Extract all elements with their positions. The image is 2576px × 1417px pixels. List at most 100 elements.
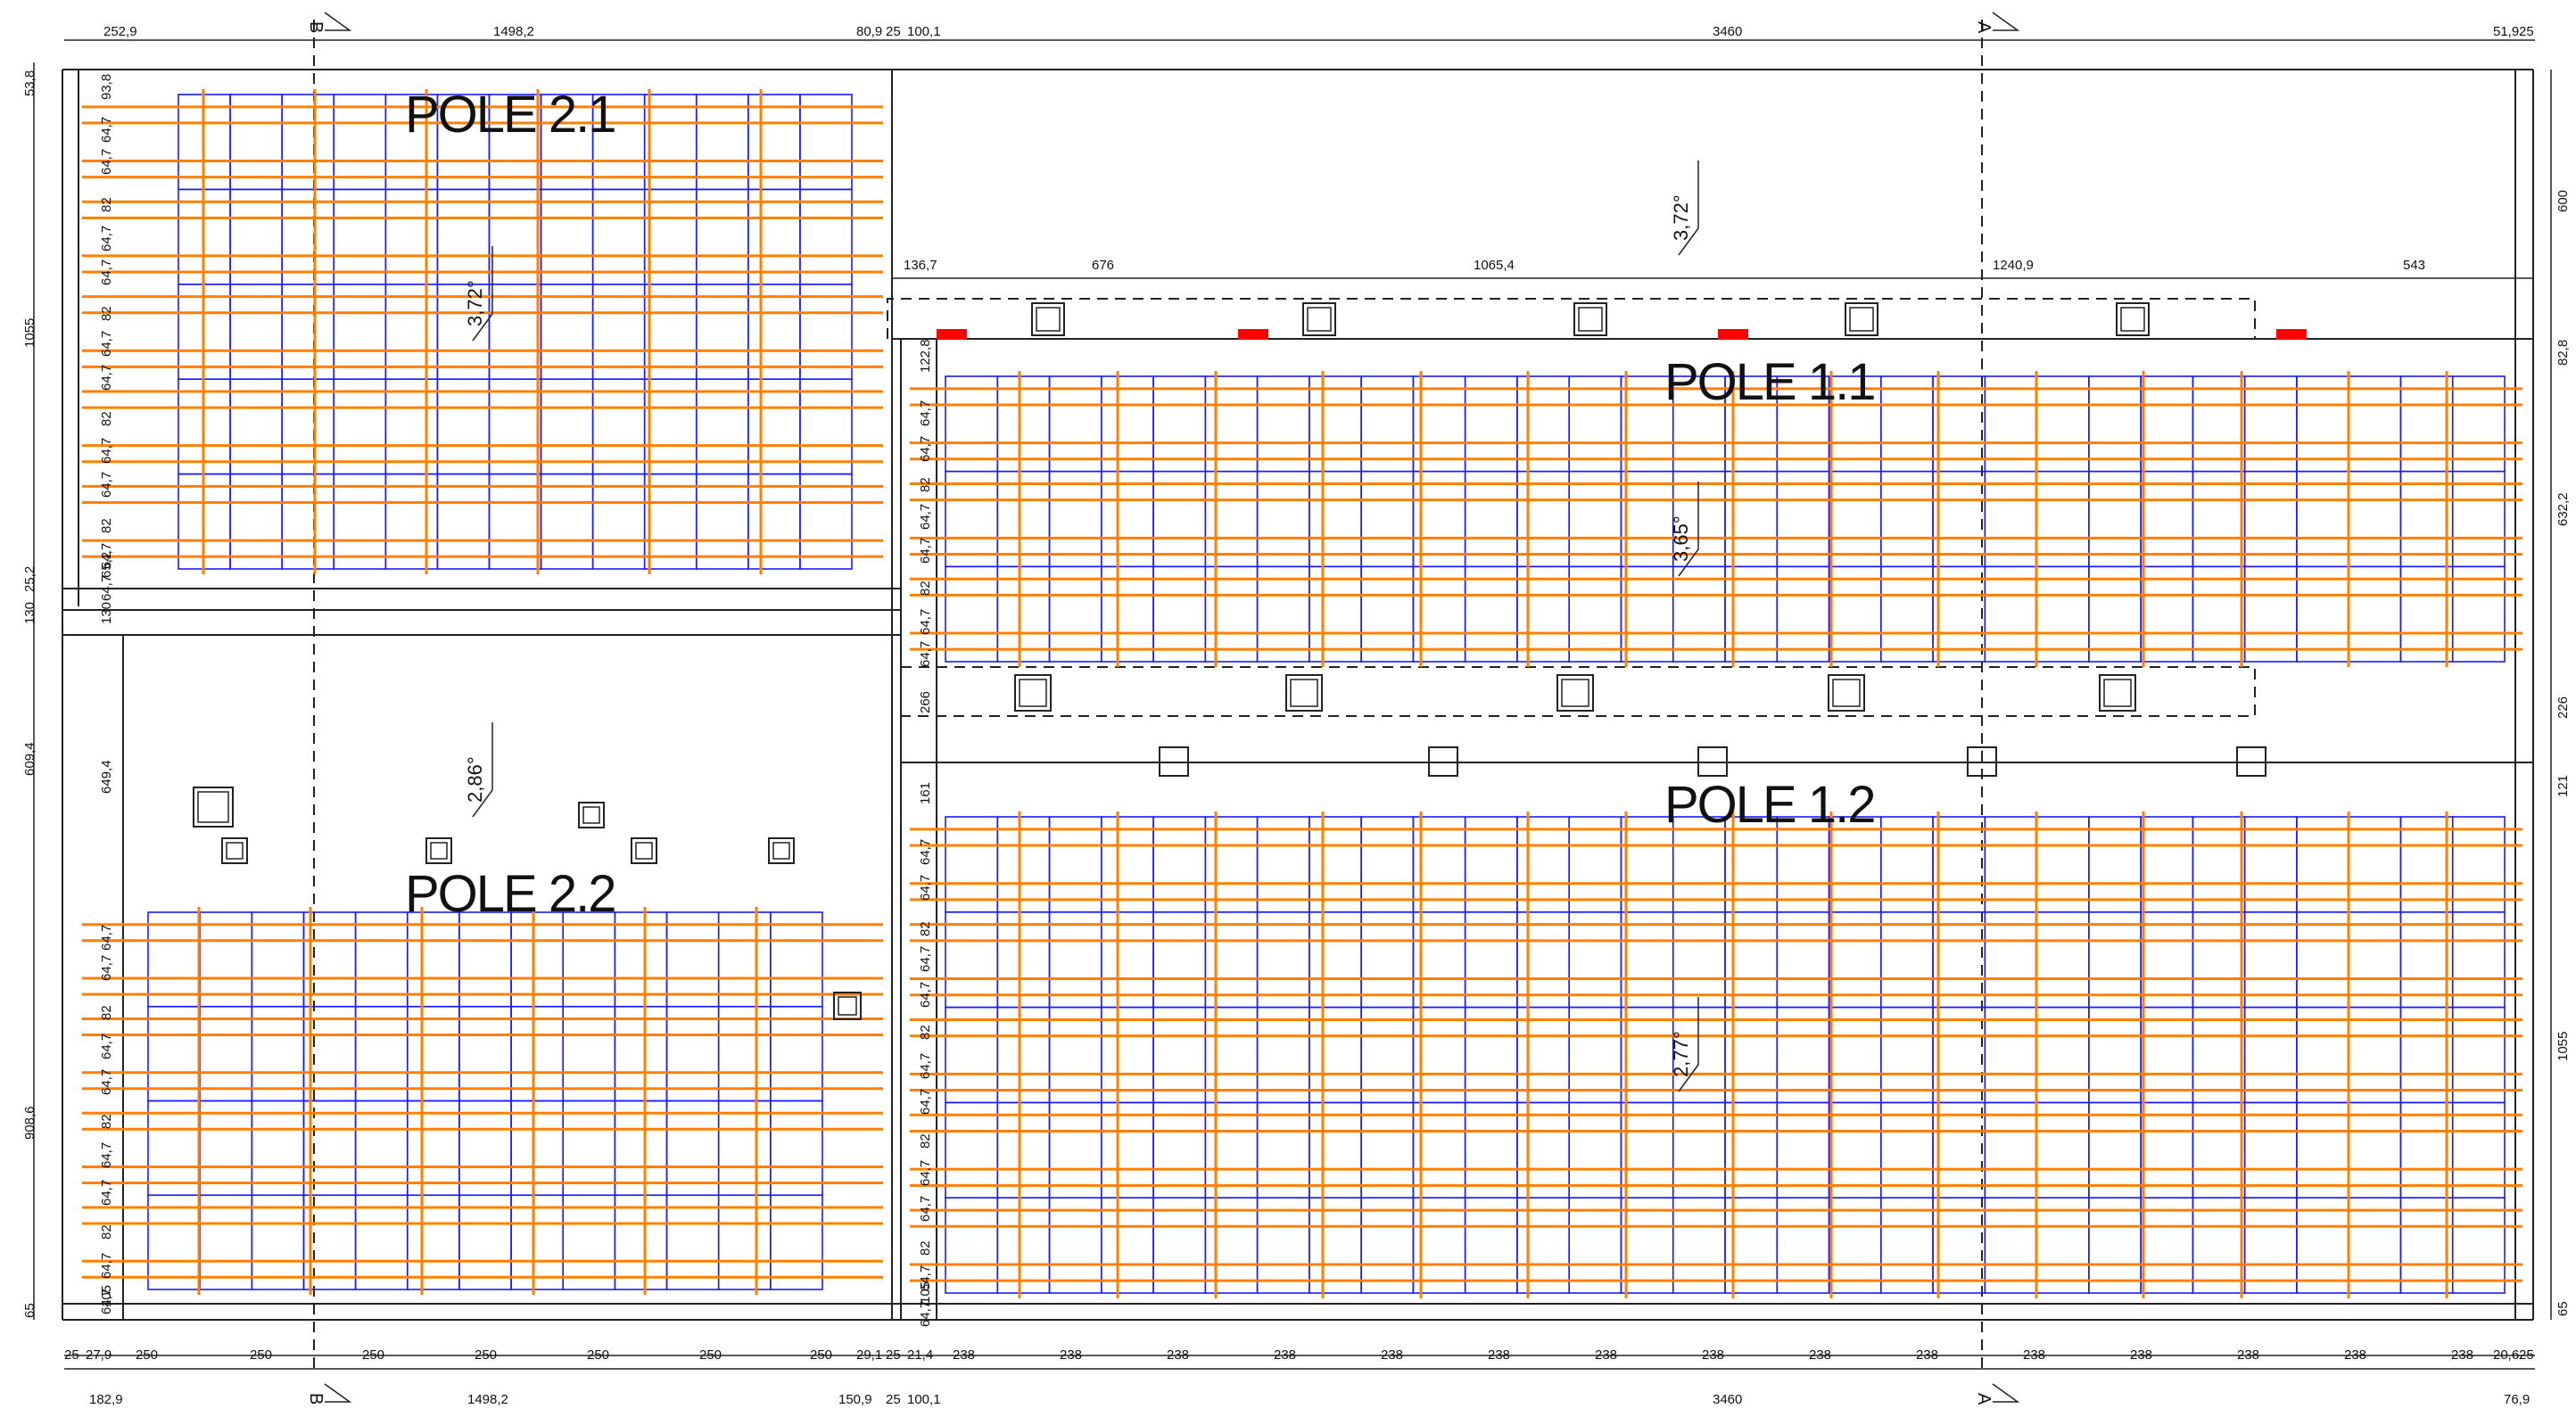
bottom-left-dimension: 250 — [587, 1347, 609, 1363]
pv-panel — [458, 1005, 512, 1102]
roof-hatch-inner — [2120, 307, 2145, 332]
skylight-inner — [1019, 679, 1047, 707]
pv-panel — [614, 1100, 668, 1197]
pv-panel — [1828, 565, 1882, 663]
pv-panel — [1880, 910, 1934, 1009]
pv-panel — [1620, 1006, 1674, 1104]
right-field-dimension: 105 — [918, 1281, 933, 1304]
pv-panel — [2243, 1101, 2298, 1199]
pv-panel — [1048, 470, 1102, 568]
pv-panel — [1984, 816, 2038, 913]
pv-panel — [695, 283, 749, 380]
right-field-dimension: 64,7 — [918, 504, 933, 530]
pv-panel — [695, 94, 749, 191]
chimney — [1428, 746, 1458, 777]
left-outer-dimension: 25,2 — [22, 566, 37, 592]
pv-panel — [251, 1100, 305, 1197]
pv-panel — [1828, 1006, 1882, 1104]
pv-panel — [591, 473, 646, 570]
bottom-left-dimension: 25 — [64, 1347, 79, 1363]
pv-panel — [2192, 1197, 2246, 1294]
pv-panel — [562, 1005, 616, 1102]
left-field-dimension: 64,7 — [99, 472, 114, 498]
pv-panel — [1776, 1006, 1830, 1104]
pv-panel — [2088, 1197, 2142, 1294]
pv-panel — [2399, 910, 2454, 1009]
pv-panel — [1516, 565, 1571, 663]
pv-panel — [2348, 375, 2402, 473]
pv-panel — [2192, 816, 2246, 913]
pv-panel — [2035, 816, 2090, 913]
pv-panel — [540, 283, 594, 380]
pv-panel — [2140, 910, 2194, 1009]
pv-panel — [1152, 565, 1207, 663]
pv-panel — [1309, 1101, 1362, 1199]
pv-panel — [1516, 910, 1571, 1009]
left-field-dimension: 64,7 — [99, 1253, 114, 1279]
pv-panel — [488, 378, 542, 475]
pv-panel — [1464, 375, 1518, 473]
right-field-dimension: 64,7 — [918, 982, 933, 1008]
pv-panel — [2451, 910, 2506, 1009]
pv-panel — [1880, 375, 1934, 473]
vent-box-inner — [430, 842, 448, 860]
pv-panel — [1828, 1197, 1882, 1294]
left-field-dimension: 82 — [99, 306, 114, 321]
pv-panel — [1984, 565, 2038, 663]
pv-panel — [717, 911, 772, 1008]
section-lines — [313, 20, 2256, 1369]
pv-panel — [510, 1005, 565, 1102]
pv-panel — [1880, 1101, 1934, 1199]
bottom-total-dimension: 76,9 — [2504, 1392, 2530, 1407]
pv-panel — [2140, 1101, 2194, 1199]
roof-hatch — [1031, 302, 1065, 336]
bottom-right-dimension: 238 — [2237, 1347, 2259, 1363]
pv-panel — [1776, 1197, 1830, 1294]
right-field-dimension: 64,7 — [918, 875, 933, 901]
roof-obstacles — [193, 302, 2266, 1020]
chimney — [1697, 746, 1728, 777]
left-field-dimension: 649,4 — [99, 760, 114, 794]
pv-panel — [2243, 816, 2298, 913]
pv-panel — [1932, 910, 1986, 1009]
pv-panel — [1048, 910, 1102, 1009]
pv-panel — [1360, 1197, 1415, 1294]
section-arrow — [1992, 12, 2020, 31]
pv-panel — [1464, 1101, 1518, 1199]
pv-panel — [1101, 375, 1154, 473]
bottom-total-dimension: 25 — [886, 1392, 901, 1407]
pv-panel — [1880, 470, 1934, 568]
bottom-left-dimension: 250 — [475, 1347, 497, 1363]
pv-panel — [488, 188, 542, 285]
pv-panel — [1101, 816, 1154, 913]
pv-panel — [406, 1194, 460, 1290]
pv-panel — [1048, 375, 1102, 473]
pv-panel — [2192, 910, 2246, 1009]
section-marker: B — [306, 1393, 326, 1405]
pv-panel — [2399, 1101, 2454, 1199]
bottom-right-dimension: 238 — [2344, 1347, 2366, 1363]
pv-panel — [1152, 816, 1207, 913]
vent-box — [768, 837, 795, 864]
bottom-left-dimension: 21,4 — [907, 1347, 933, 1363]
pv-panel — [643, 283, 698, 380]
pv-panel — [199, 911, 253, 1008]
roof-vents — [937, 329, 2307, 340]
top-row-dimension: 543 — [2403, 258, 2425, 273]
pv-panel — [2192, 375, 2246, 473]
left-field-dimension: 64,7 — [99, 149, 114, 175]
bottom-right-dimension: 238 — [953, 1347, 975, 1363]
pv-panel — [1984, 470, 2038, 568]
pv-panel — [1672, 1101, 1726, 1199]
pv-panel — [1360, 375, 1415, 473]
pv-panel — [1464, 1006, 1518, 1104]
top-row-dimension: 136,7 — [904, 258, 937, 273]
red-vent — [2276, 329, 2307, 340]
vent-box — [425, 837, 452, 864]
pv-panel — [2348, 1197, 2402, 1294]
pv-panel — [1984, 1101, 2038, 1199]
slope-label: 2,86° — [464, 756, 486, 803]
pv-panel — [1048, 565, 1102, 663]
